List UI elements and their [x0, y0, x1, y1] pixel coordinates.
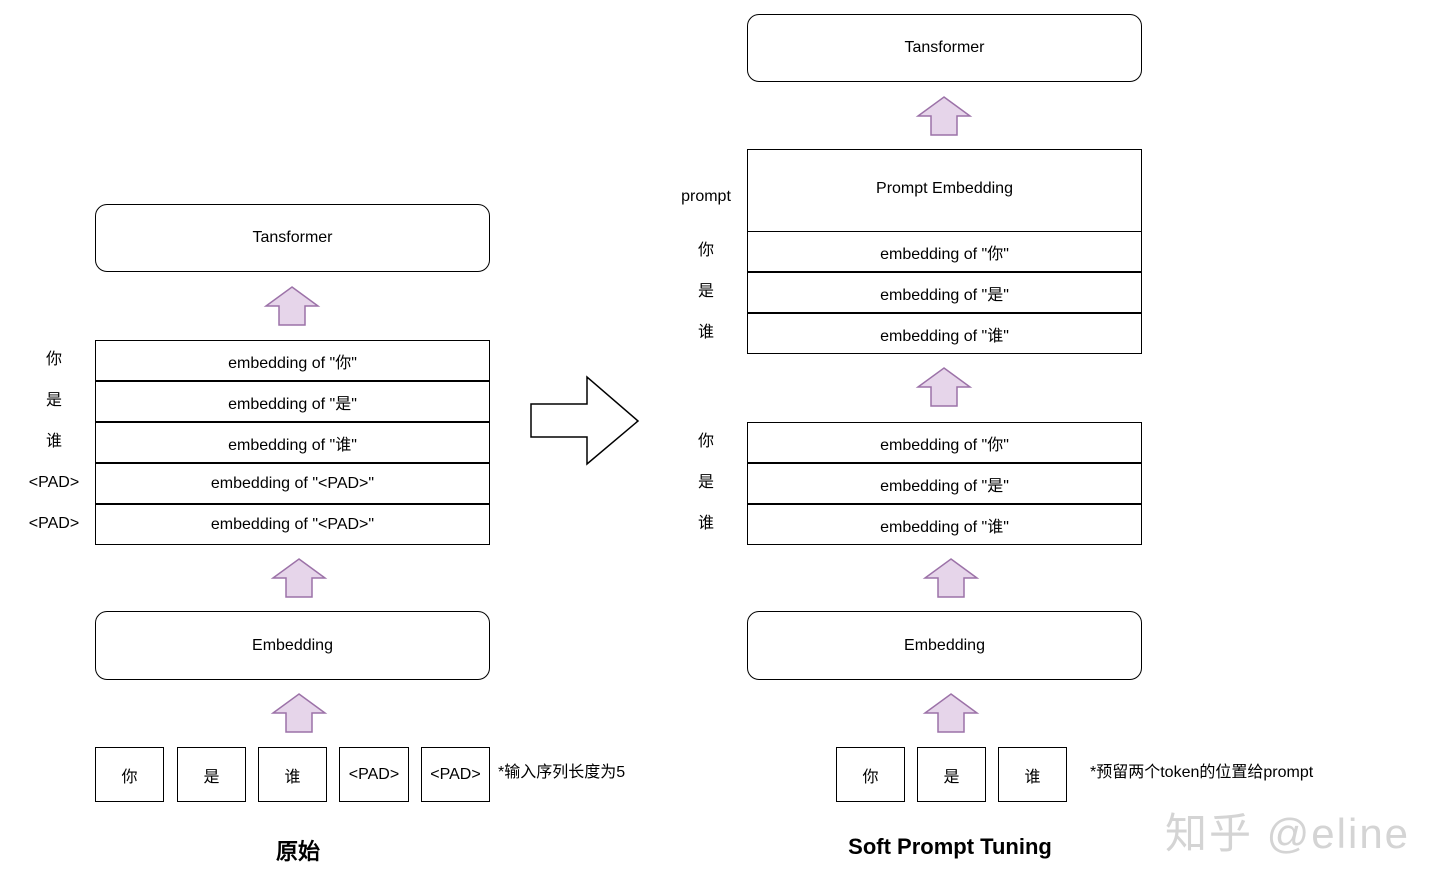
- right-transformer-box: Tansformer: [747, 14, 1142, 82]
- left-side-label-5: <PAD>: [28, 515, 80, 532]
- left-side-label-1: 你: [45, 351, 62, 368]
- left-token-3: 谁: [258, 747, 327, 802]
- left-token-1: 你: [95, 747, 164, 802]
- right-top-row-1: embedding of "你": [747, 231, 1142, 272]
- left-embedding-row-4: embedding of "<PAD>": [95, 463, 490, 504]
- left-token-5: <PAD>: [421, 747, 490, 802]
- left-note: *输入序列长度为5: [498, 764, 626, 781]
- right-token-1: 你: [836, 747, 905, 802]
- transition-arrow-right-icon: [530, 375, 640, 466]
- left-embedding-row-1: embedding of "你": [95, 340, 490, 381]
- right-top-row-3: embedding of "谁": [747, 313, 1142, 354]
- left-side-label-3: 谁: [45, 433, 62, 450]
- left-embedding-row-2: embedding of "是": [95, 381, 490, 422]
- right-bottom-row-3: embedding of "谁": [747, 504, 1142, 545]
- left-embedding-box: Embedding: [95, 611, 490, 680]
- right-note: *预留两个token的位置给prompt: [1090, 764, 1314, 781]
- left-transformer-box: Tansformer: [95, 204, 490, 272]
- left-token-4: <PAD>: [339, 747, 409, 802]
- right-top-row-2: embedding of "是": [747, 272, 1142, 313]
- right-bottom-side-label-3: 谁: [697, 515, 714, 532]
- right-arrow-up-icon-4: [922, 693, 980, 733]
- left-side-label-4: <PAD>: [28, 474, 80, 491]
- left-token-2: 是: [177, 747, 246, 802]
- right-caption: Soft Prompt Tuning: [848, 834, 1052, 859]
- right-top-side-label-2: 是: [697, 283, 714, 300]
- left-arrow-up-icon-1: [263, 286, 321, 326]
- right-top-side-label-3: 谁: [697, 324, 714, 341]
- watermark: 知乎 @eline: [1165, 810, 1411, 857]
- right-bottom-row-2: embedding of "是": [747, 463, 1142, 504]
- right-arrow-up-icon-1: [915, 96, 973, 136]
- left-embedding-row-5: embedding of "<PAD>": [95, 504, 490, 545]
- right-prompt-side-label: prompt: [681, 188, 731, 205]
- right-embedding-box: Embedding: [747, 611, 1142, 680]
- left-arrow-up-icon-2: [270, 558, 328, 598]
- left-embedding-label: Embedding: [252, 636, 333, 654]
- right-bottom-side-label-1: 你: [697, 433, 714, 450]
- left-caption: 原始: [275, 839, 320, 864]
- right-transformer-label: Tansformer: [904, 39, 985, 56]
- right-embedding-label: Embedding: [904, 636, 985, 654]
- right-arrow-up-icon-2: [915, 367, 973, 407]
- right-bottom-side-label-2: 是: [697, 474, 714, 491]
- left-transformer-label: Tansformer: [252, 229, 333, 246]
- left-embedding-row-3: embedding of "谁": [95, 422, 490, 463]
- right-prompt-embedding-box: Prompt Embedding: [747, 149, 1142, 232]
- left-side-label-2: 是: [45, 392, 62, 409]
- right-bottom-row-1: embedding of "你": [747, 422, 1142, 463]
- right-arrow-up-icon-3: [922, 558, 980, 598]
- right-top-side-label-1: 你: [697, 242, 714, 259]
- right-token-3: 谁: [998, 747, 1067, 802]
- left-arrow-up-icon-3: [270, 693, 328, 733]
- right-token-2: 是: [917, 747, 986, 802]
